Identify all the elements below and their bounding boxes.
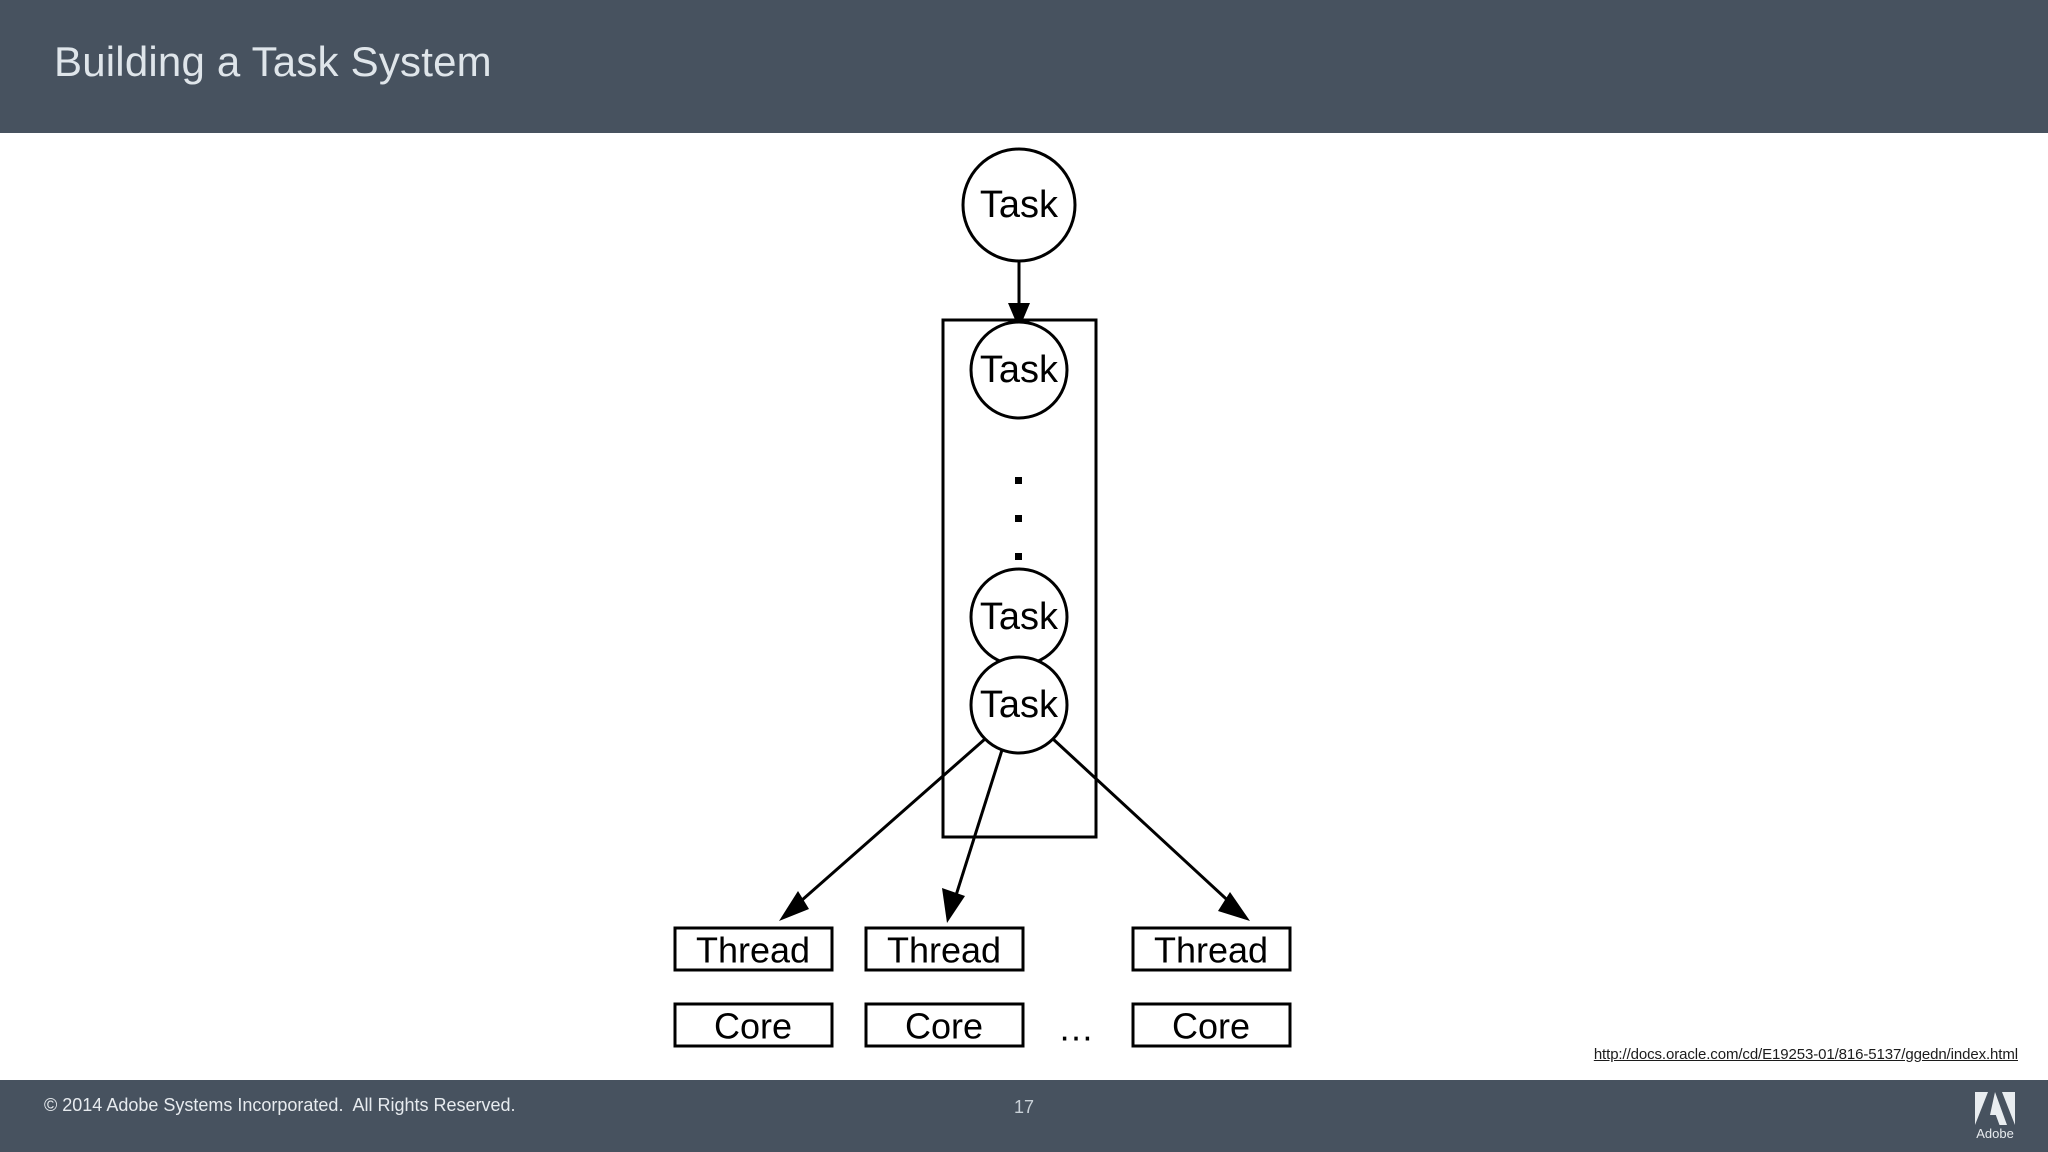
source-url-link[interactable]: http://docs.oracle.com/cd/E19253-01/816-… — [1593, 1046, 2018, 1063]
queue-task-label-3: Task — [980, 684, 1059, 726]
task-queue-box — [941, 318, 1098, 839]
slide-header-bar — [0, 0, 2048, 133]
core-label-1: Core — [714, 1006, 792, 1047]
slide-body: Task Task Task — [0, 133, 2048, 1080]
queue-vertical-ellipsis — [1015, 477, 1022, 560]
page-title: Building a Task System — [54, 38, 492, 85]
footer-copyright: © 2014 Adobe Systems Incorporated. All R… — [44, 1095, 516, 1115]
adobe-logo: Adobe — [1964, 1090, 2026, 1146]
task-system-diagram: Task Task Task — [0, 133, 2048, 1080]
thread-label-3: Thread — [1154, 930, 1268, 971]
core-label-2: Core — [905, 1006, 983, 1047]
arrow-queue-to-thread-2 — [942, 749, 1004, 923]
thread-box-1: Thread — [673, 926, 834, 972]
cores-ellipsis: … — [1058, 1008, 1094, 1049]
slide-footer-bar — [0, 1080, 2048, 1152]
queue-task-label-1: Task — [980, 349, 1059, 391]
queue-task-node-3: Task — [969, 655, 1069, 755]
arrow-incoming-to-queue — [1008, 261, 1030, 329]
queue-task-node-2: Task — [969, 567, 1069, 667]
core-box-1: Core — [673, 1002, 834, 1048]
incoming-task-label: Task — [980, 184, 1059, 226]
thread-box-3: Thread — [1131, 926, 1292, 972]
arrow-queue-to-thread-1 — [779, 737, 986, 921]
thread-label-1: Thread — [696, 930, 810, 971]
queue-task-node-1: Task — [969, 320, 1069, 420]
core-box-3: Core — [1131, 1002, 1292, 1048]
adobe-a-icon — [1975, 1092, 2015, 1125]
slide-page-number: 17 — [1013, 1097, 1035, 1117]
arrow-queue-to-thread-3 — [1051, 737, 1250, 921]
core-label-3: Core — [1172, 1006, 1250, 1047]
thread-box-2: Thread — [864, 926, 1025, 972]
adobe-wordmark: Adobe — [1976, 1126, 2014, 1141]
core-box-2: Core — [864, 1002, 1025, 1048]
queue-task-label-2: Task — [980, 596, 1059, 638]
thread-label-2: Thread — [887, 930, 1001, 971]
incoming-task-node: Task — [961, 147, 1077, 263]
